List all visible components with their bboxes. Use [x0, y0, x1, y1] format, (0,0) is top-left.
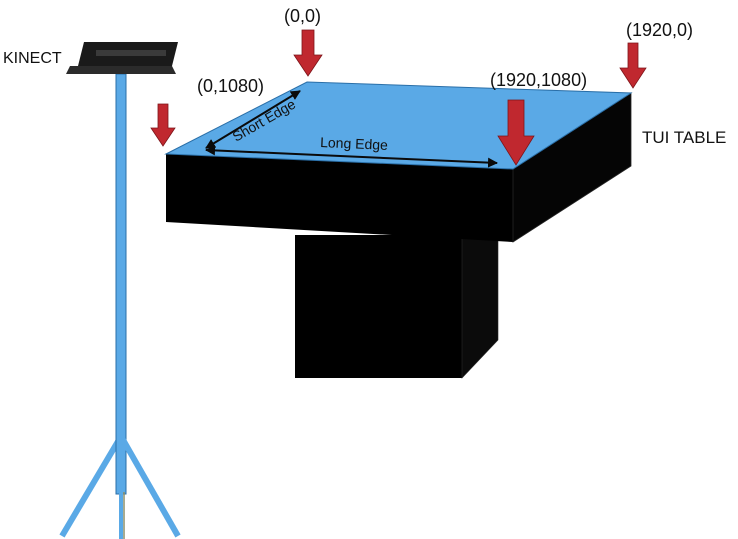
table-pedestal [295, 204, 499, 379]
tui-table-label: TUI TABLE [642, 128, 726, 147]
stand-pole [115, 73, 127, 495]
table-front-face [166, 154, 513, 242]
kinect-stand [59, 73, 181, 539]
kinect-label: KINECT [3, 50, 62, 67]
table-top [164, 81, 633, 243]
corner-label-top-right: (1920,0) [626, 20, 693, 40]
corner-label-top-left: (0,0) [284, 6, 321, 26]
corner-label-bottom-left: (0,1080) [197, 76, 264, 96]
down-arrow-icon [150, 103, 176, 147]
down-arrow-icon [293, 29, 323, 77]
long-edge-label: Long Edge [320, 134, 389, 153]
corner-label-bottom-right: (1920,1080) [490, 70, 587, 90]
short-edge-dimension [205, 90, 301, 149]
long-edge-dimension [205, 145, 498, 168]
stand-leg-right [119, 436, 181, 538]
down-arrow-icon [497, 99, 535, 166]
down-arrow-icon [619, 42, 647, 89]
stand-leg-left [59, 436, 123, 538]
kinect-sensor-icon [66, 42, 178, 74]
